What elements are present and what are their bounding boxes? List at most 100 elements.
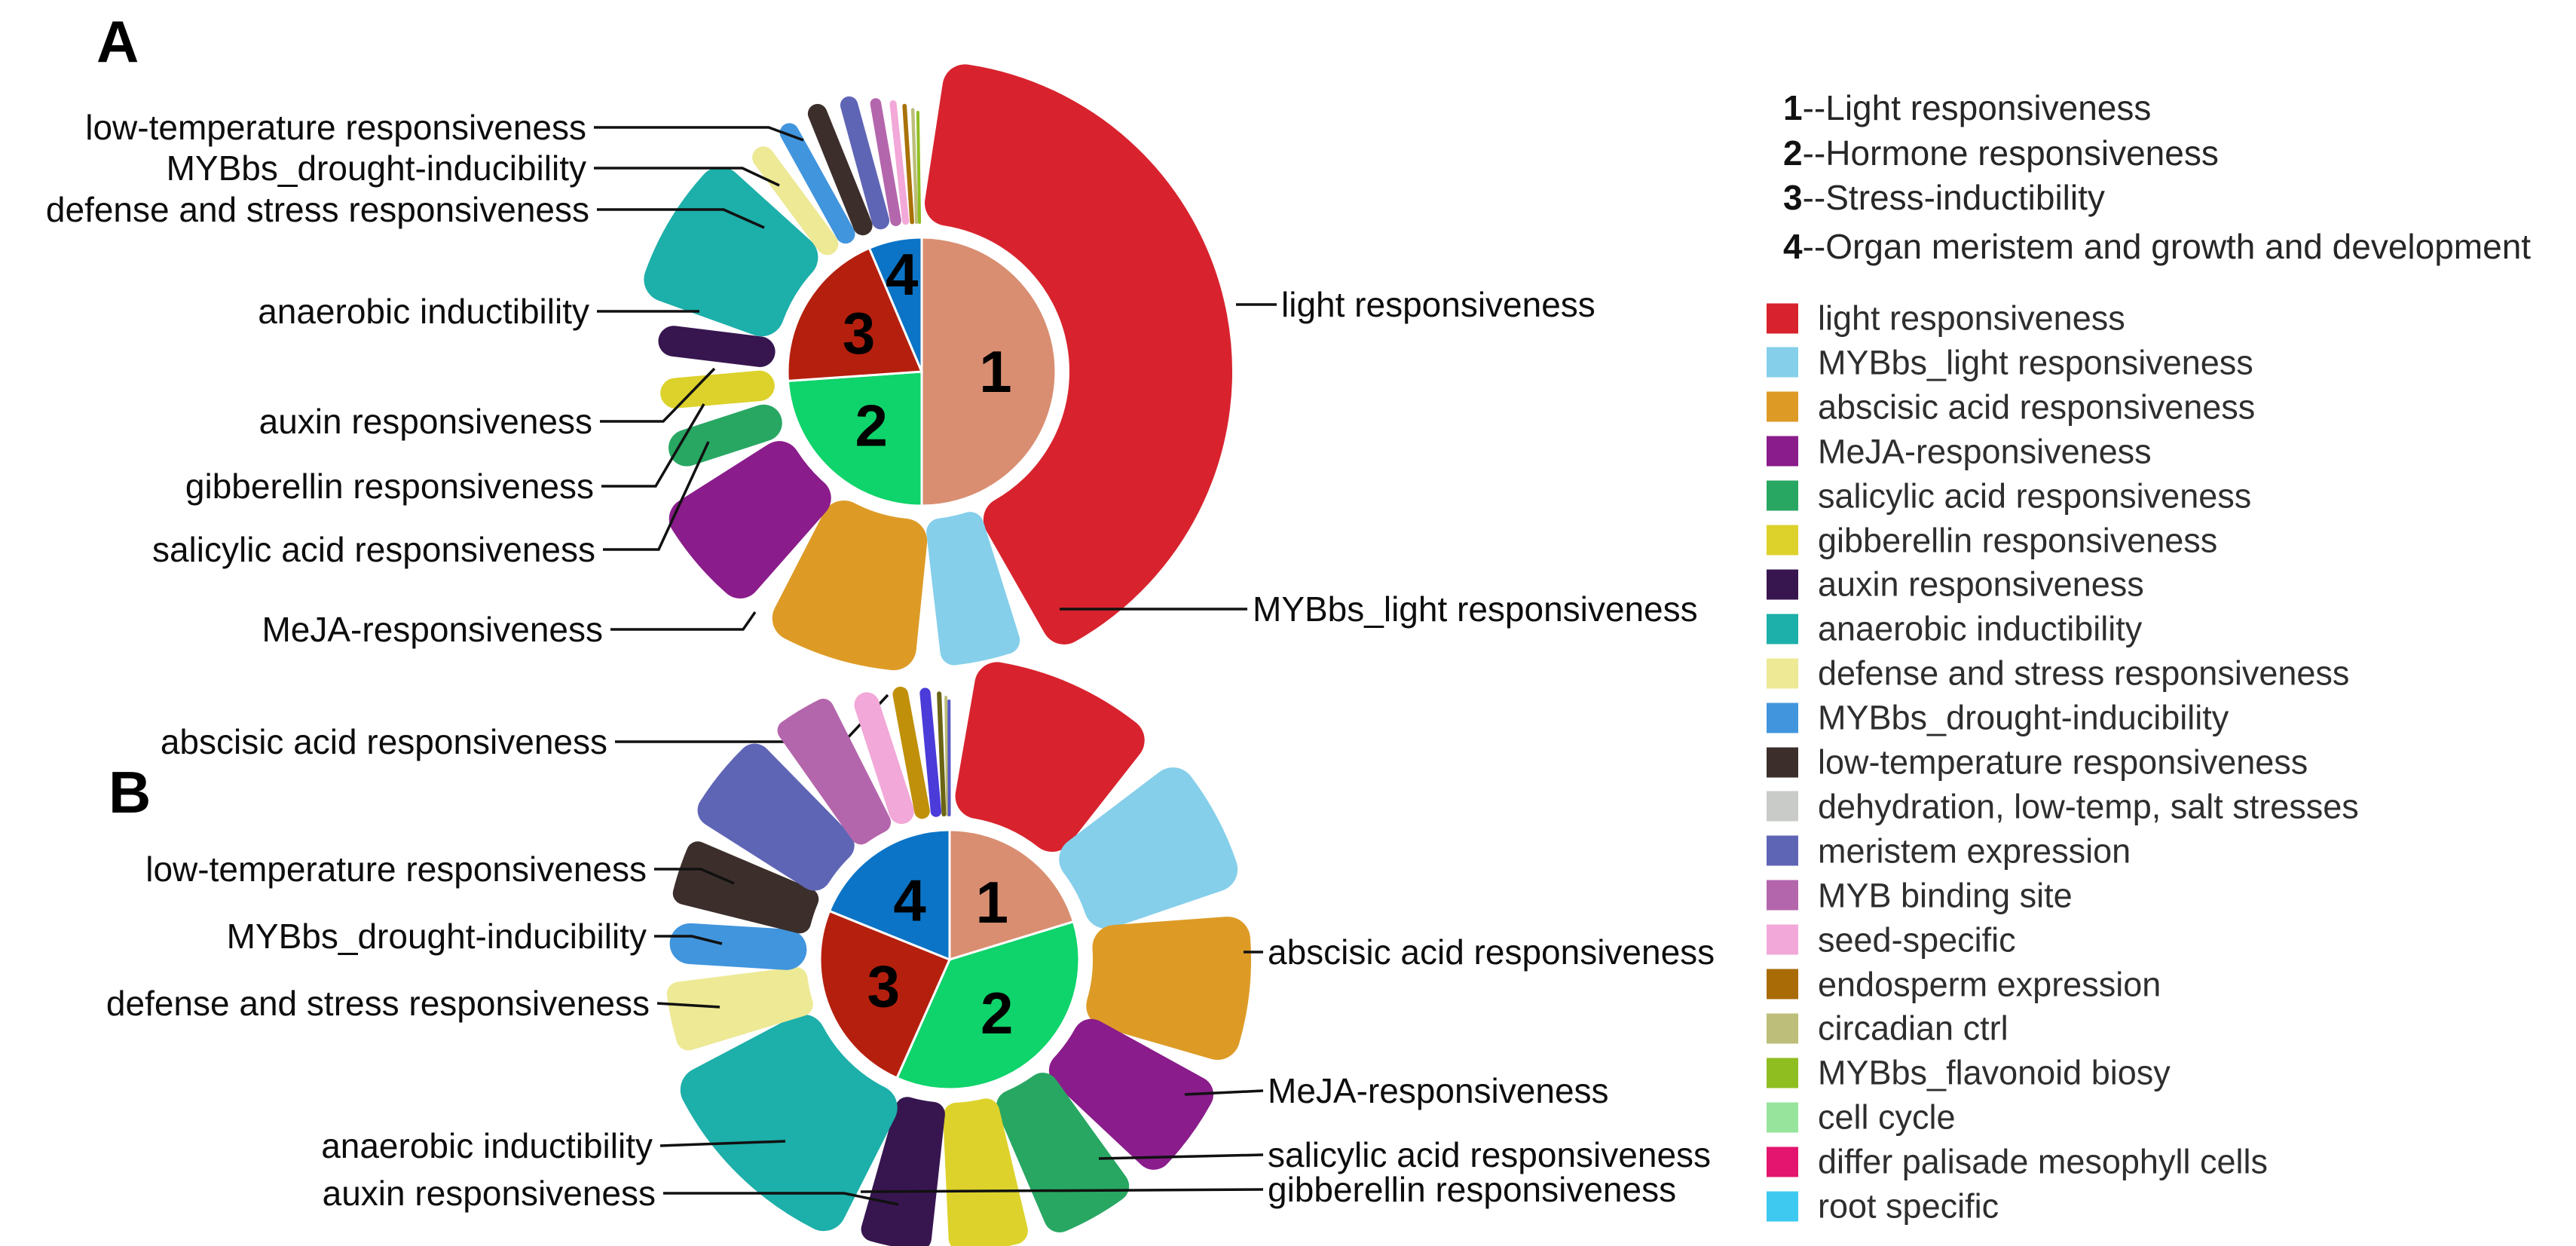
legend-swatch: [1767, 347, 1798, 378]
panel-b-slice-1: [948, 828, 1075, 962]
legend-item-cell-cycle: cell cycle: [1767, 1101, 1956, 1134]
panel-a-leader-defense-and-stress-responsiveness: [597, 208, 765, 229]
panel-b-petal-light-responsiveness: [955, 662, 1145, 853]
panel-a-slice-number-3: 3: [843, 300, 875, 366]
legend-label: differ palisade mesophyll cells: [1818, 1142, 2268, 1181]
legend-item-defense-and-stress-responsiveness: defense and stress responsiveness: [1767, 657, 2349, 690]
panel-a-callout-salicylic-acid-responsiveness: salicylic acid responsiveness: [151, 530, 595, 569]
legend-label: meristem expression: [1818, 831, 2131, 871]
legend-item-meristem-expression: meristem expression: [1767, 834, 2131, 868]
legend-swatch: [1767, 1191, 1798, 1221]
panel-a-callout-anaerobic-inductibility: anaerobic inductibility: [258, 292, 589, 331]
panel-a-slice-number-2: 2: [855, 393, 888, 459]
panel-b-petal-anaerobic-inductibility: [680, 1014, 898, 1232]
panel-b-petal-salicylic-acid-responsiveness: [996, 1073, 1130, 1233]
panel-b-petal-abscisic-acid-responsiveness: [1086, 917, 1251, 1061]
panel-b-leader-low-temperature-responsiveness: [654, 868, 735, 885]
panel-b-petal-meja-responsiveness: [1048, 1018, 1214, 1170]
panel-a-petal-mybbs-flavonoid-biosy: [916, 111, 922, 225]
legend-numbered-item-3: 3--Stress-inductibility: [1783, 177, 2105, 218]
panel-a-petal-meristem-expression: [840, 96, 890, 230]
legend-swatch: [1767, 436, 1798, 467]
panel-a-callout-gibberellin-responsiveness: gibberellin responsiveness: [185, 467, 594, 506]
legend-number-label: --Hormone responsiveness: [1802, 133, 2219, 173]
legend-item-anaerobic-inductibility: anaerobic inductibility: [1767, 612, 2142, 646]
panel-a-callout-low-temperature-responsiveness: low-temperature responsiveness: [85, 108, 586, 147]
panel-b-callout-mybbs-drought-inducibility: MYBbs_drought-inducibility: [226, 917, 647, 956]
panel-b-callout-abscisic-acid-responsiveness: abscisic acid responsiveness: [1268, 932, 1715, 972]
legend-swatch: [1767, 880, 1798, 911]
panel-b-leader-anaerobic-inductibility: [659, 1140, 786, 1147]
panel-a-petal-seed-specific: [889, 100, 910, 225]
panel-a-petal-light-responsiveness: [925, 64, 1232, 644]
panel-a-callout-auxin-responsiveness: auxin responsiveness: [259, 402, 592, 441]
legend-label: MYBbs_light responsiveness: [1818, 343, 2253, 382]
legend-item-circadian-ctrl: circadian ctrl: [1767, 1012, 2008, 1045]
legend-label: root specific: [1818, 1186, 1999, 1226]
panel-a-petal-mybbs-light-responsiveness: [926, 512, 1020, 666]
panel-b-petal-seed-specific: [854, 692, 914, 825]
legend-swatch: [1767, 969, 1798, 1000]
panel-a-slice-2: [786, 370, 923, 507]
legend-item-mybbs-drought-inducibility: MYBbs_drought-inducibility: [1767, 701, 2229, 735]
legend-swatch: [1767, 480, 1798, 511]
legend-item-dehydration-low-temp-salt-stresses: dehydration, low-temp, salt stresses: [1767, 789, 2359, 823]
panel-b-callout-meja-responsiveness: MeJA-responsiveness: [1268, 1071, 1609, 1110]
legend-swatch: [1767, 703, 1798, 733]
panel-b-leader-mybbs-drought-inducibility: [654, 935, 723, 945]
legend-swatch: [1767, 835, 1798, 866]
panel-b-petal-gibberellin-responsiveness: [943, 1098, 1028, 1246]
panel-b-petal-myb-binding-site: [777, 698, 892, 845]
legend-number-label: --Light responsiveness: [1802, 88, 2152, 127]
legend-numbered-item-4: 4--Organ meristem and growth and develop…: [1783, 226, 2531, 267]
panel-a-label: A: [96, 8, 139, 75]
legend-label: light responsiveness: [1818, 298, 2125, 338]
panel-b-slice-number-2: 2: [981, 980, 1013, 1046]
legend-swatch: [1767, 658, 1798, 689]
panel-a-petal-gibberellin-responsiveness: [660, 370, 775, 409]
legend-swatch: [1767, 1058, 1798, 1088]
panel-b-label: B: [109, 759, 151, 825]
panel-a-slice-number-4: 4: [886, 241, 918, 308]
panel-a-leader-auxin-responsiveness: [600, 367, 716, 423]
panel-b-leader-meja-responsiveness: [1184, 1089, 1264, 1096]
legend-label: low-temperature responsiveness: [1818, 742, 2308, 782]
legend-item-root-specific: root specific: [1767, 1189, 1999, 1223]
legend-item-mybbs-flavonoid-biosy: MYBbs_flavonoid biosy: [1767, 1056, 2171, 1090]
panel-b-leader-auxin-responsiveness: [663, 1192, 899, 1206]
panel-a-callout-light-responsiveness: light responsiveness: [1281, 285, 1595, 324]
panel-b-slice-number-3: 3: [867, 953, 900, 1019]
panel-b-leader-defense-and-stress-responsiveness: [656, 1002, 720, 1009]
legend-number: 3: [1783, 178, 1803, 217]
legend-numbered-item-2: 2--Hormone responsiveness: [1783, 133, 2219, 173]
panel-a-petal-defense-and-stress-responsiveness: [752, 146, 839, 256]
panel-a-callout-mybbs-drought-inducibility: MYBbs_drought-inducibility: [166, 148, 586, 188]
legend-label: MYBbs_drought-inducibility: [1818, 698, 2229, 737]
panel-a-petal-meja-responsiveness: [668, 441, 831, 599]
panel-b-slice-number-1: 1: [976, 869, 1008, 935]
panel-b-petal-mybbs-flavonoid-biosy: [937, 691, 947, 817]
panel-a-leader-salicylic-acid-responsiveness: [603, 441, 710, 551]
panel-a-slice-4: [867, 236, 923, 372]
legend-item-meja-responsiveness: MeJA-responsiveness: [1767, 434, 2152, 468]
panel-b-petal-endosperm-expression: [892, 686, 930, 819]
legend-label: anaerobic inductibility: [1818, 609, 2143, 648]
legend-swatch: [1767, 1102, 1798, 1133]
panel-a-petal-low-temperature-responsiveness: [807, 103, 873, 236]
legend-item-abscisic-acid-responsiveness: abscisic acid responsiveness: [1767, 390, 2255, 424]
panel-b-callout-salicylic-acid-responsiveness: salicylic acid responsiveness: [1268, 1135, 1712, 1174]
legend-swatch: [1767, 569, 1798, 600]
legend-label: circadian ctrl: [1818, 1009, 2008, 1048]
panel-a-callout-defense-and-stress-responsiveness: defense and stress responsiveness: [45, 190, 589, 229]
panel-a-slice-1: [920, 236, 1057, 507]
panel-b-petal-defense-and-stress-responsiveness: [666, 966, 813, 1051]
legend-item-endosperm-expression: endosperm expression: [1767, 967, 2161, 1001]
panel-a-leader-low-temperature-responsiveness: [594, 126, 804, 142]
legend-item-mybbs-light-responsiveness: MYBbs_light responsiveness: [1767, 345, 2253, 379]
legend-label: abscisic acid responsiveness: [1818, 387, 2256, 427]
legend-label: dehydration, low-temp, salt stresses: [1818, 787, 2359, 826]
legend-swatch: [1767, 391, 1798, 422]
panel-b-slice-4: [828, 828, 951, 962]
